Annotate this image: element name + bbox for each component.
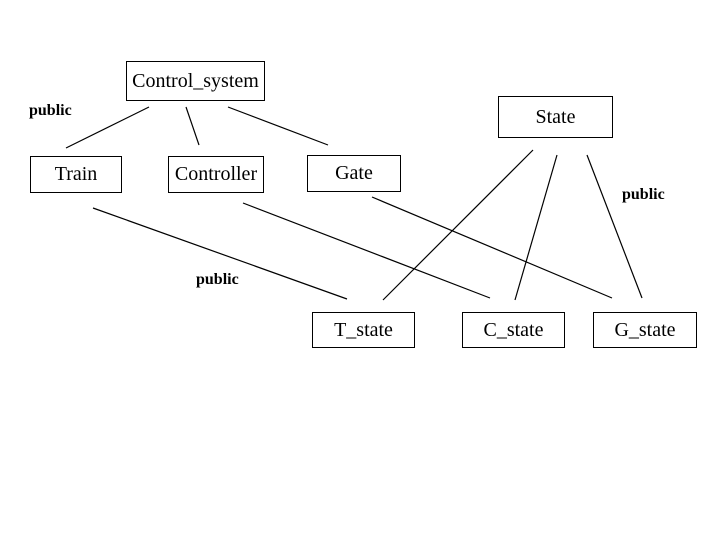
access-label-public-bottom: public	[196, 271, 239, 288]
edge-train-to-t-state	[92, 207, 348, 300]
class-box-t-state: T_state	[312, 312, 415, 348]
edge-gate-to-g-state	[371, 196, 613, 299]
access-label-public-right: public	[622, 186, 665, 203]
class-box-label-control-system: Control_system	[132, 69, 259, 92]
edge-state-to-t-state	[382, 149, 534, 301]
class-box-g-state: G_state	[593, 312, 697, 348]
edge-state-to-g-state	[586, 154, 643, 299]
access-label-public-left: public	[29, 102, 72, 119]
class-box-label-c-state: C_state	[483, 318, 544, 341]
class-box-control-system: Control_system	[126, 61, 265, 101]
edge-control-system-to-train	[65, 106, 150, 149]
class-box-label-gate: Gate	[335, 162, 373, 184]
edge-control-system-to-gate	[227, 106, 329, 146]
class-box-c-state: C_state	[462, 312, 565, 348]
class-box-label-g-state: G_state	[614, 318, 676, 341]
class-box-label-controller: Controller	[174, 163, 258, 185]
class-box-label-train: Train	[54, 163, 98, 185]
edge-control-system-to-controller	[185, 106, 200, 146]
class-box-controller: Controller	[168, 156, 264, 193]
class-box-state: State	[498, 96, 613, 138]
class-box-label-state: State	[535, 105, 576, 128]
class-box-train: Train	[30, 156, 122, 193]
class-box-label-t-state: T_state	[334, 318, 393, 341]
class-box-gate: Gate	[307, 155, 401, 192]
edge-state-to-c-state	[514, 154, 558, 301]
edge-controller-to-c-state	[242, 202, 491, 299]
